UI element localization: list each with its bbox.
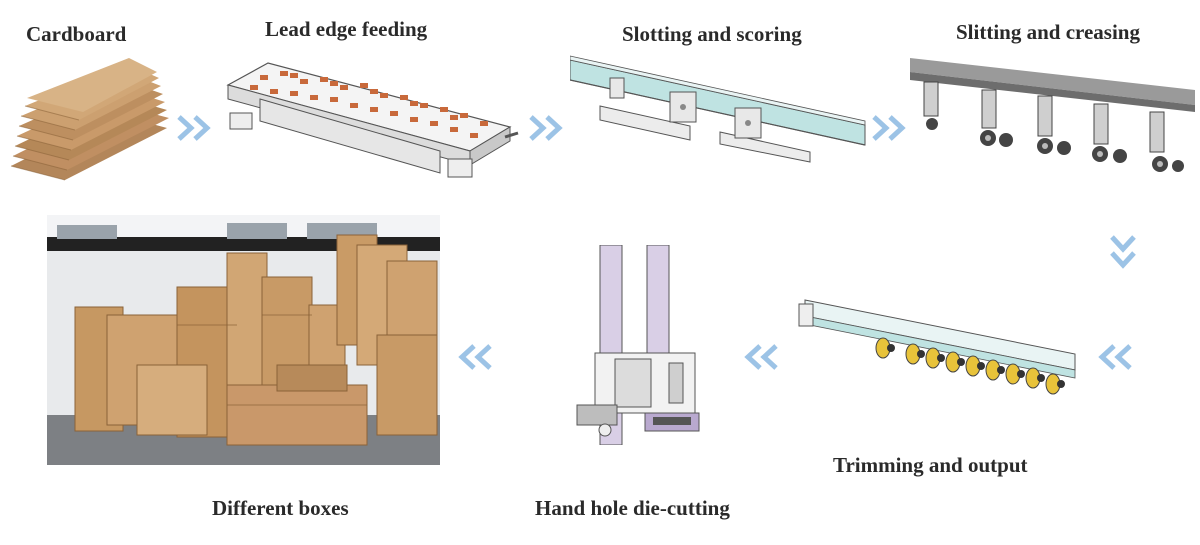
arrow-7-left — [458, 344, 492, 370]
cardboard-stack-image — [10, 58, 169, 181]
arrow-3-right — [872, 115, 906, 141]
slotting-scoring-image — [570, 55, 866, 163]
arrow-6-left — [744, 344, 778, 370]
lead-edge-feeder-image — [226, 62, 519, 178]
arrow-4-down — [1110, 235, 1136, 269]
step-label-different-boxes: Different boxes — [212, 496, 349, 520]
step-label-cardboard: Cardboard — [26, 22, 127, 46]
arrow-1-right — [177, 115, 211, 141]
trimming-output-image — [798, 299, 1076, 395]
different-boxes-photo — [47, 215, 440, 465]
slitting-creasing-image — [910, 58, 1195, 172]
arrow-2-right — [529, 115, 563, 141]
step-label-slitting-and-creasing: Slitting and creasing — [956, 20, 1140, 44]
step-label-lead-edge-feeding: Lead edge feeding — [265, 17, 428, 41]
step-label-trimming-and-output: Trimming and output — [833, 453, 1028, 477]
step-label-slotting-and-scoring: Slotting and scoring — [622, 22, 802, 46]
arrow-5-left — [1098, 344, 1132, 370]
step-label-hand-hole-die-cutting: Hand hole die-cutting — [535, 496, 730, 520]
hand-hole-die-cutter-image — [576, 245, 700, 445]
